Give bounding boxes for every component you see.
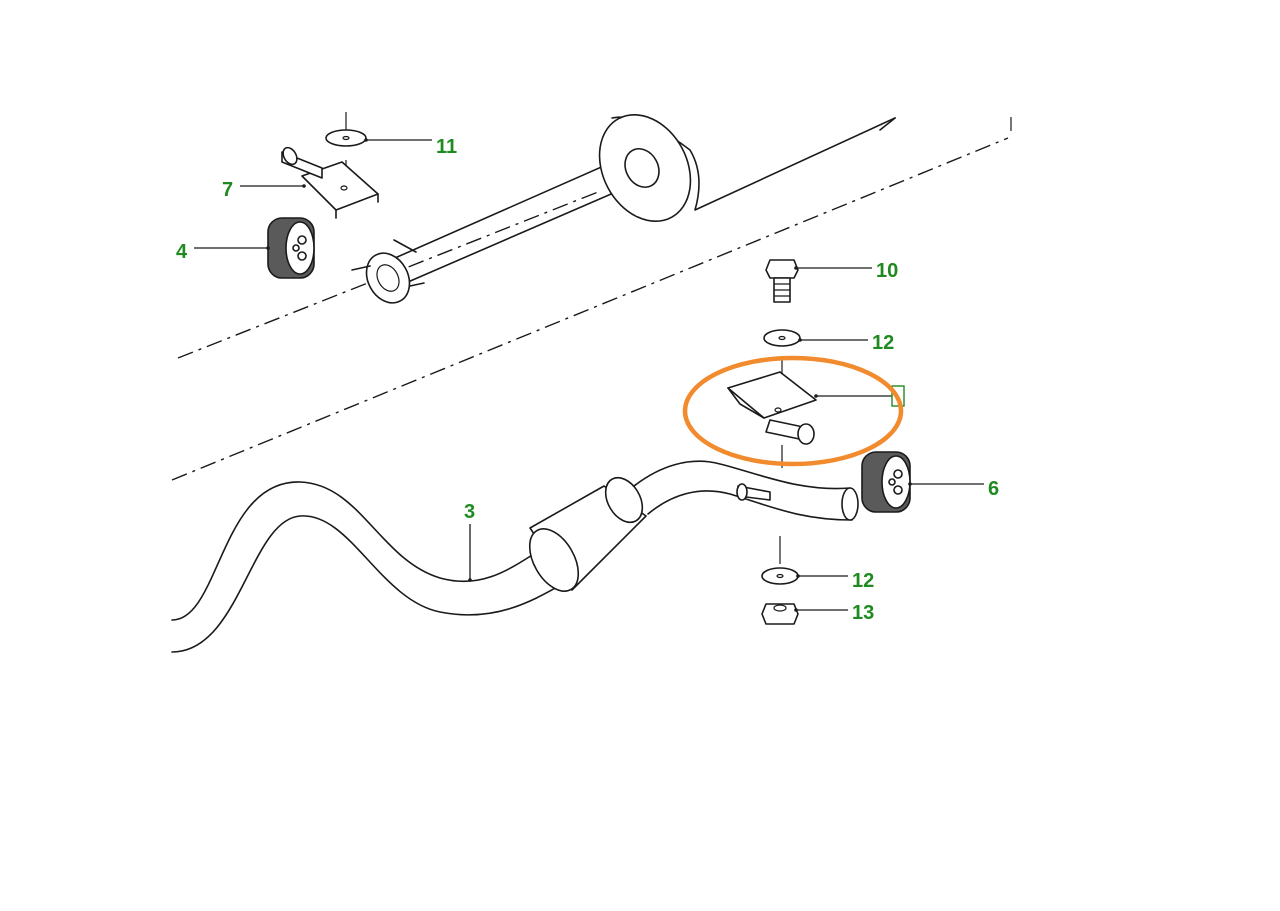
mid-pipe-end xyxy=(841,487,859,521)
tailpipe-lower-edge xyxy=(407,177,649,283)
highlighted-hanger-bracket xyxy=(727,371,817,468)
tailpipe-assembly xyxy=(351,113,896,304)
flange-stud-top xyxy=(393,239,417,253)
callout-labels: 11 7 4 10 12 6 3 12 13 xyxy=(176,136,999,624)
rear-silencer-end-edge xyxy=(879,117,896,131)
centre-silencer-front-end xyxy=(528,528,580,592)
part-7-bracket xyxy=(281,146,379,219)
tailpipe-upper-edge xyxy=(394,149,641,259)
tailpipe-flange-inner xyxy=(376,264,400,292)
reference-line-lower xyxy=(171,137,1009,481)
callout-11: 11 xyxy=(436,136,457,158)
part-10-bolt xyxy=(765,259,799,303)
callout-12-lower: 12 xyxy=(852,570,874,592)
part-11-washer xyxy=(325,112,367,180)
part-12-washer-lower xyxy=(761,536,799,585)
highlight-ellipse xyxy=(682,355,904,467)
part-4-rubber-insulator xyxy=(267,217,315,279)
callout-3: 3 xyxy=(464,501,475,523)
callout-4: 4 xyxy=(176,241,188,263)
part-12-washer-upper xyxy=(763,329,801,380)
mid-pipe-upper-edge xyxy=(633,460,851,490)
leader-lines xyxy=(194,138,984,612)
front-pipe-lower-edge xyxy=(171,515,571,653)
highlight-label-box xyxy=(891,385,905,407)
tailpipe-flange xyxy=(365,252,411,304)
front-pipe-upper-edge xyxy=(171,481,561,621)
part-6-rubber-insulator xyxy=(861,451,911,513)
flange-stud-left xyxy=(351,265,371,271)
mid-pipe-lower-edge xyxy=(647,490,853,521)
rear-silencer-inner-ring xyxy=(624,148,660,188)
callout-13: 13 xyxy=(852,602,874,624)
callout-6: 6 xyxy=(988,478,999,500)
callout-7: 7 xyxy=(222,179,233,201)
callout-10: 10 xyxy=(876,260,898,282)
centre-silencer-rear-end xyxy=(604,476,644,524)
callout-12-upper: 12 xyxy=(872,332,894,354)
part-13-nut xyxy=(761,603,799,625)
flange-stud-bottom xyxy=(409,282,425,287)
part-3-front-pipe xyxy=(171,460,859,653)
